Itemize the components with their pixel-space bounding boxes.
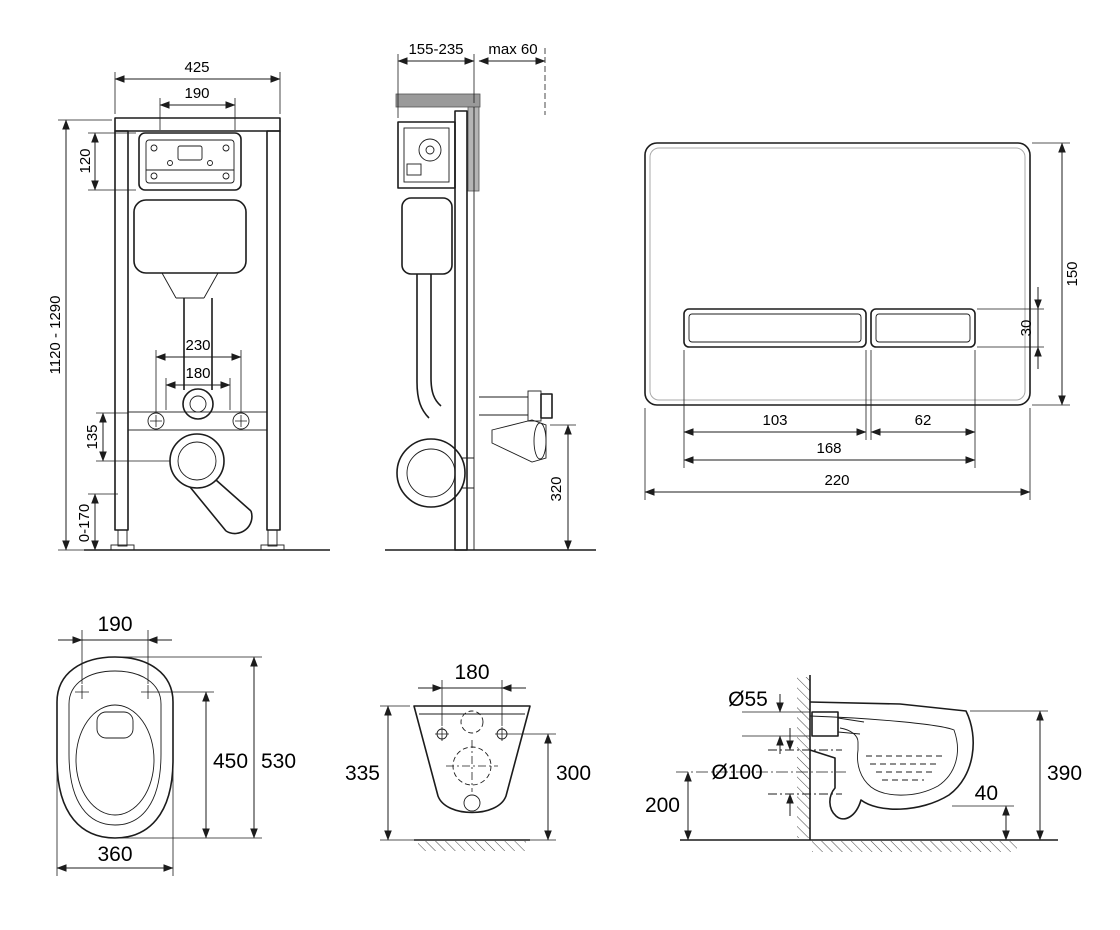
dim-outlet-diameter: Ø100 <box>711 761 762 784</box>
dim-front-height-right: 300 <box>556 762 591 785</box>
dim-button-height: 30 <box>1018 320 1035 337</box>
dim-buttons-span: 168 <box>816 440 841 457</box>
tank-side <box>401 197 453 275</box>
ground-hatch <box>418 841 526 851</box>
fixing-mark-right <box>141 685 155 699</box>
flush-inlet-opening <box>96 711 134 739</box>
dim-rim-height: 390 <box>1047 762 1082 785</box>
flush-plate-view: 150 30 103 62 168 220 <box>644 142 1081 500</box>
fixing-mark-left <box>75 685 89 699</box>
dim-front-fixing-spacing: 180 <box>454 661 489 684</box>
dim-pipe-spacing: 180 <box>185 365 210 382</box>
wall-section <box>467 106 480 192</box>
dim-control-box-height: 120 <box>77 148 94 173</box>
flush-inlet <box>811 711 839 737</box>
frame-right-foot <box>267 529 278 547</box>
dim-frame-overall-width: 425 <box>184 59 209 76</box>
bowl-side-view: Ø55 Ø100 200 390 40 <box>645 675 1082 852</box>
control-box-side <box>397 121 456 189</box>
frame-side-view: 155-235 max 60 320 <box>385 41 596 551</box>
bowl-side-dimensions: Ø55 Ø100 200 390 40 <box>645 688 1082 841</box>
fixing-bolts <box>147 412 250 430</box>
dim-front-height-left: 335 <box>345 762 380 785</box>
frame-left-foot <box>117 529 128 547</box>
dim-inlet-diameter: Ø55 <box>728 688 768 711</box>
drain-outlet-fitting <box>491 419 547 463</box>
flush-plate-dimensions: 150 30 103 62 168 220 <box>644 142 1081 500</box>
dim-outlet-center-height: 200 <box>645 794 680 817</box>
dim-fixing-spacing: 230 <box>185 337 210 354</box>
wall-hatch <box>797 677 810 838</box>
dim-bowl-fixing-spacing: 190 <box>97 613 132 636</box>
flush-plate <box>644 142 1031 406</box>
bowl-side-outline <box>809 701 974 820</box>
water-lines <box>866 755 944 781</box>
frame-top-bar <box>114 117 281 132</box>
drain-elbow-side <box>396 438 466 508</box>
drain-elbow <box>189 479 253 535</box>
frame-rail-side <box>454 110 468 551</box>
dim-bowl-width: 360 <box>97 843 132 866</box>
dim-floor-clearance: 40 <box>975 782 998 805</box>
bowl-front-dimensions: 180 335 300 <box>345 661 591 841</box>
dim-plate-width: 220 <box>824 472 849 489</box>
frame-side-dimensions: 155-235 max 60 320 <box>397 41 576 551</box>
cistern-tank <box>133 199 247 420</box>
dim-plate-height: 150 <box>1064 261 1081 286</box>
frame-left-rail <box>114 130 129 531</box>
dim-outlet-offset: 135 <box>84 424 101 449</box>
bowl-front-outline <box>413 705 531 814</box>
drain-assembly <box>169 433 253 535</box>
dim-bowl-total-depth: 530 <box>261 750 296 773</box>
flush-pipe-side <box>416 274 430 419</box>
dim-outlet-height: 320 <box>548 476 565 501</box>
dim-button-large-width: 103 <box>762 412 787 429</box>
bowl-outline <box>56 656 174 839</box>
fixing-bolt-right <box>232 412 250 430</box>
dim-tank-width: 190 <box>184 85 209 102</box>
inlet-hole <box>460 710 484 734</box>
bowl-opening <box>75 704 155 816</box>
dim-button-small-width: 62 <box>915 412 932 429</box>
mounting-bracket <box>395 93 481 108</box>
frame-front-view: 425 190 120 1120 - 1290 230 18 <box>47 59 330 551</box>
flush-button-large <box>683 308 867 348</box>
dim-frame-depth: 155-235 <box>408 41 463 58</box>
bowl-top-view: 190 450 530 360 <box>56 613 296 876</box>
floor-hatch <box>812 841 1017 852</box>
dim-max-finish: max 60 <box>488 41 537 58</box>
dim-install-height: 1120 - 1290 <box>47 296 64 375</box>
dim-floor-adjust: 0-170 <box>76 504 93 542</box>
fixing-bolt-left <box>147 412 165 430</box>
bowl-top-dimensions: 190 450 530 360 <box>56 613 296 876</box>
cistern-control-box <box>138 132 242 191</box>
frame-front-dimensions: 425 190 120 1120 - 1290 230 18 <box>47 59 281 551</box>
frame-right-rail <box>266 130 281 531</box>
flush-bend-fitting <box>479 390 553 422</box>
flush-button-small <box>870 308 976 348</box>
dim-bowl-length: 450 <box>213 750 248 773</box>
flush-bend <box>182 388 214 420</box>
bowl-front-view: 180 335 300 <box>345 661 591 851</box>
